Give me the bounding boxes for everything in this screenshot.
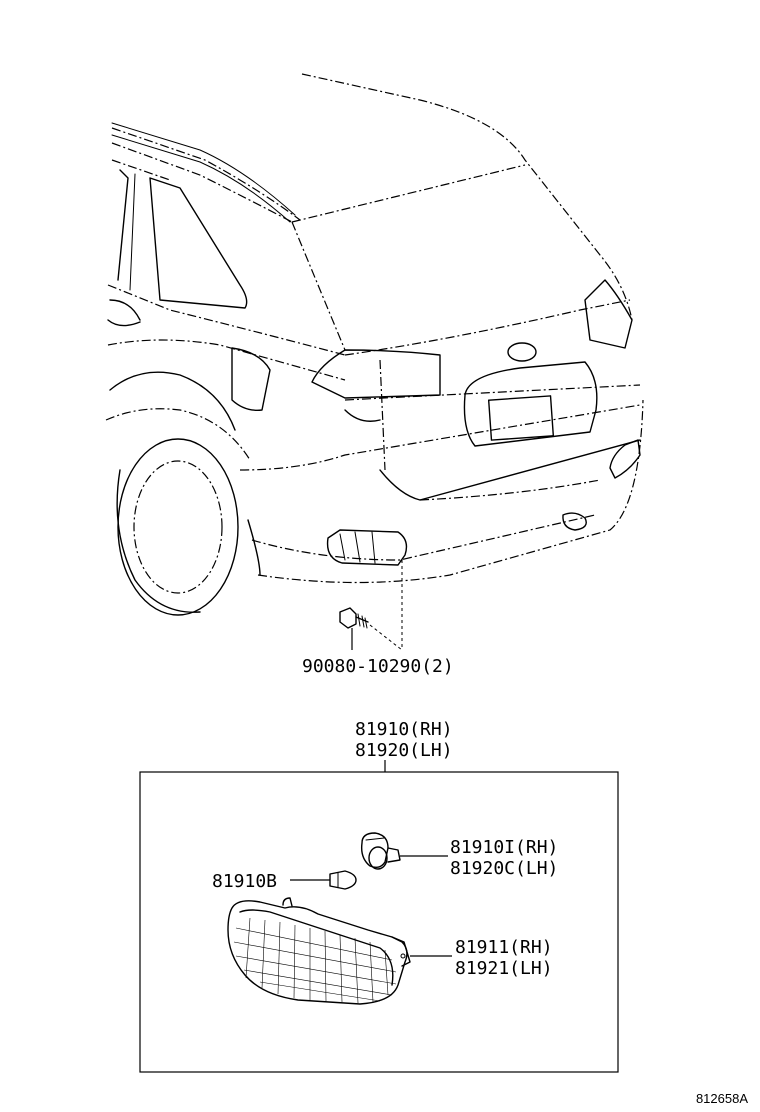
bolt-part	[339, 607, 369, 650]
assembly-part-number-rh: 81910(RH)	[355, 719, 453, 740]
lens-part-number-rh: 81911(RH)	[455, 937, 553, 958]
figure-reference-code: 812658A	[696, 1091, 748, 1106]
lens-part-number-lh: 81921(LH)	[455, 958, 553, 979]
socket-part-number-lh: 81920C(LH)	[450, 858, 558, 879]
assembly-parts-box	[139, 771, 619, 1073]
socket-part-number-rh: 81910I(RH)	[450, 837, 558, 858]
socket-part	[360, 832, 448, 870]
vehicle-illustration	[105, 73, 644, 651]
lens-part	[227, 897, 452, 1005]
bolt-part-number: 90080-10290(2)	[302, 656, 454, 677]
bulb-part	[290, 870, 357, 890]
assembly-part-number-lh: 81920(LH)	[355, 740, 453, 761]
bulb-part-number: 81910B	[212, 871, 277, 892]
